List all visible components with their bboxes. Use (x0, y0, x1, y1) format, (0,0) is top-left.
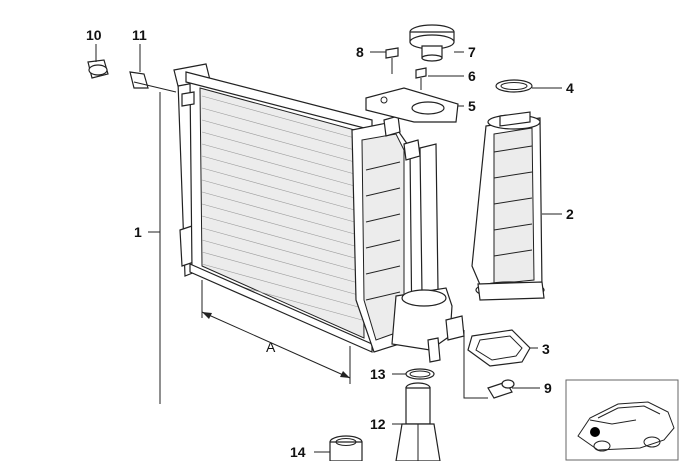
callout-5: 5 (468, 98, 476, 114)
radiator-side-tank (351, 115, 465, 363)
callout-labels: 1 2 3 4 5 6 7 8 9 10 11 12 13 14 (86, 27, 574, 460)
callout-13: 13 (370, 366, 386, 382)
temperature-sensor-10 (87, 59, 109, 79)
callout-11: 11 (132, 27, 147, 43)
callout-6: 6 (468, 68, 476, 84)
callout-10: 10 (86, 27, 102, 43)
o-ring-4 (495, 79, 533, 93)
callout-9: 9 (544, 380, 552, 396)
o-ring-13 (405, 368, 435, 380)
temperature-switch-11 (129, 71, 177, 93)
radiator-fins (201, 95, 363, 321)
callout-4: 4 (566, 80, 574, 96)
leader-lines (95, 44, 562, 453)
callout-14: 14 (290, 444, 306, 460)
expansion-tank (471, 111, 545, 301)
drain-plug-9 (487, 379, 515, 399)
callout-2: 2 (566, 206, 574, 222)
filler-cap (409, 24, 455, 62)
locator-marker (590, 427, 600, 437)
gasket-3 (467, 329, 531, 367)
dimension-a: A (201, 280, 351, 384)
callout-3: 3 (542, 341, 550, 357)
hose-14 (329, 435, 363, 461)
callout-1: 1 (134, 224, 142, 240)
radiator-core (173, 63, 373, 353)
callout-8: 8 (356, 44, 364, 60)
car-locator-icon (565, 379, 679, 461)
mounting-bracket (365, 87, 459, 123)
hose-12 (395, 382, 441, 461)
dimension-a-label: A (266, 339, 276, 355)
screw-8 (385, 47, 399, 74)
callout-7: 7 (468, 44, 476, 60)
screw-6 (415, 67, 427, 90)
callout-12: 12 (370, 416, 386, 432)
